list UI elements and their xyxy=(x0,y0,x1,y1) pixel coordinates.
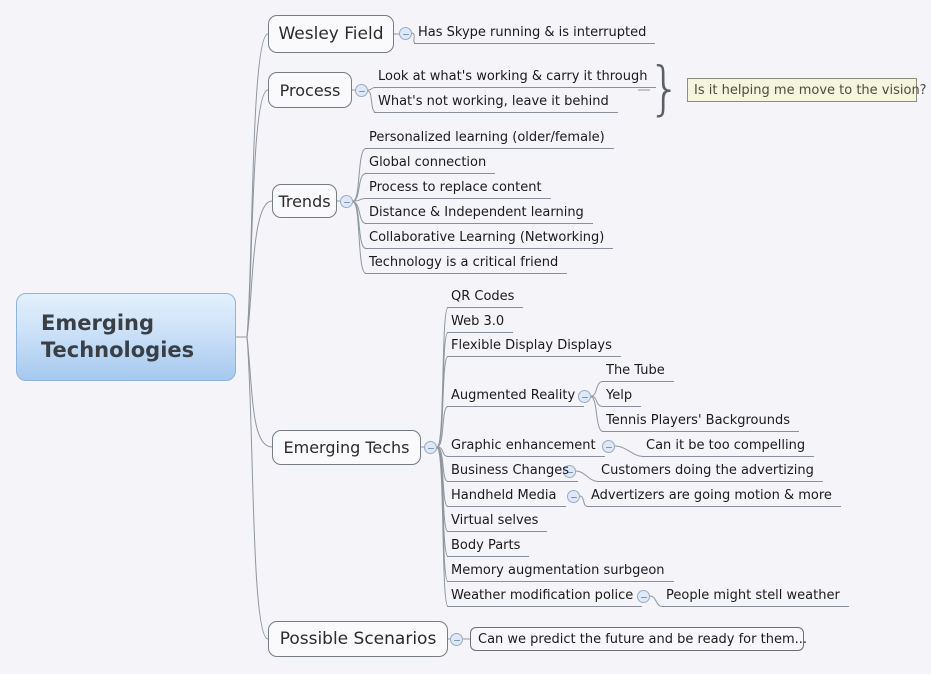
leaf-node[interactable]: Customers doing the advertizing xyxy=(597,461,823,482)
leaf-node[interactable]: Flexible Display Displays xyxy=(447,336,621,357)
branch-label: Wesley Field xyxy=(278,24,384,44)
leaf-node[interactable]: Tennis Players' Backgrounds xyxy=(602,411,799,432)
boxed-leaf-node[interactable]: Can we predict the future and be ready f… xyxy=(470,627,807,651)
leaf-node[interactable]: Advertizers are going motion & more xyxy=(587,486,841,507)
fold-handle-augmented-reality[interactable] xyxy=(578,390,591,403)
leaf-node[interactable]: Can it be too compelling xyxy=(642,436,815,457)
branch-label: Trends xyxy=(278,191,331,211)
leaf-node[interactable]: Distance & Independent learning xyxy=(365,203,593,224)
root-node-emerging-technologies[interactable]: Emerging Technologies xyxy=(16,293,236,381)
summary-brace-icon: } xyxy=(648,54,682,122)
leaf-node[interactable]: Yelp xyxy=(602,386,642,407)
branch-node-process[interactable]: Process xyxy=(268,72,352,108)
leaf-node[interactable]: Business Changes xyxy=(447,461,579,482)
minus-icon xyxy=(641,596,647,598)
branch-label: Process xyxy=(279,80,341,100)
branch-node-emerging-techs[interactable]: Emerging Techs xyxy=(272,430,421,465)
minus-icon xyxy=(403,33,409,35)
fold-handle-weather-modification[interactable] xyxy=(637,590,650,603)
leaf-node[interactable]: People might stell weather xyxy=(662,586,849,607)
leaf-node[interactable]: What's not working, leave it behind xyxy=(374,92,618,113)
leaf-node[interactable]: Augmented Reality xyxy=(447,386,585,407)
leaf-node[interactable]: Global connection xyxy=(365,153,496,174)
branch-node-possible-scenarios[interactable]: Possible Scenarios xyxy=(268,621,448,657)
minus-icon xyxy=(344,201,350,203)
minus-icon xyxy=(567,471,573,473)
root-node-label: Emerging Technologies xyxy=(41,311,195,362)
fold-handle-handheld-media[interactable] xyxy=(567,490,580,503)
fold-handle-business-changes[interactable] xyxy=(563,465,576,478)
leaf-node[interactable]: Body Parts xyxy=(447,536,530,557)
branch-label: Possible Scenarios xyxy=(279,629,437,649)
minus-icon xyxy=(606,446,612,448)
leaf-node[interactable]: Has Skype running & is interrupted xyxy=(414,23,656,44)
leaf-node[interactable]: Collaborative Learning (Networking) xyxy=(365,228,614,249)
leaf-node[interactable]: Handheld Media xyxy=(447,486,566,507)
leaf-node[interactable]: QR Codes xyxy=(447,287,524,308)
minus-icon xyxy=(428,447,434,449)
leaf-node[interactable]: Memory augmentation surbgeon xyxy=(447,561,674,582)
branch-label: Emerging Techs xyxy=(283,438,410,457)
fold-handle-process[interactable] xyxy=(355,84,368,97)
branch-node-wesley-field[interactable]: Wesley Field xyxy=(268,15,394,53)
leaf-node[interactable]: Web 3.0 xyxy=(447,312,514,333)
minus-icon xyxy=(571,496,577,498)
fold-handle-wesley-field[interactable] xyxy=(399,27,412,40)
branch-node-trends[interactable]: Trends xyxy=(272,184,337,218)
leaf-node[interactable]: Personalized learning (older/female) xyxy=(365,128,614,149)
leaf-node[interactable]: Weather modification police xyxy=(447,586,643,607)
fold-handle-graphic-enhancement[interactable] xyxy=(602,440,615,453)
leaf-node[interactable]: Process to replace content xyxy=(365,178,551,199)
minus-icon xyxy=(454,639,460,641)
summary-note[interactable]: Is it helping me move to the vision? xyxy=(687,78,927,102)
fold-handle-trends[interactable] xyxy=(340,195,353,208)
minus-icon xyxy=(582,396,588,398)
fold-handle-possible-scenarios[interactable] xyxy=(450,633,463,646)
leaf-node[interactable]: Graphic enhancement xyxy=(447,436,605,457)
leaf-node[interactable]: Virtual selves xyxy=(447,511,548,532)
minus-icon xyxy=(359,90,365,92)
leaf-node[interactable]: Look at what's working & carry it throug… xyxy=(374,67,657,88)
leaf-node[interactable]: The Tube xyxy=(602,361,674,382)
fold-handle-emerging-techs[interactable] xyxy=(424,441,437,454)
leaf-node[interactable]: Technology is a critical friend xyxy=(365,253,568,274)
